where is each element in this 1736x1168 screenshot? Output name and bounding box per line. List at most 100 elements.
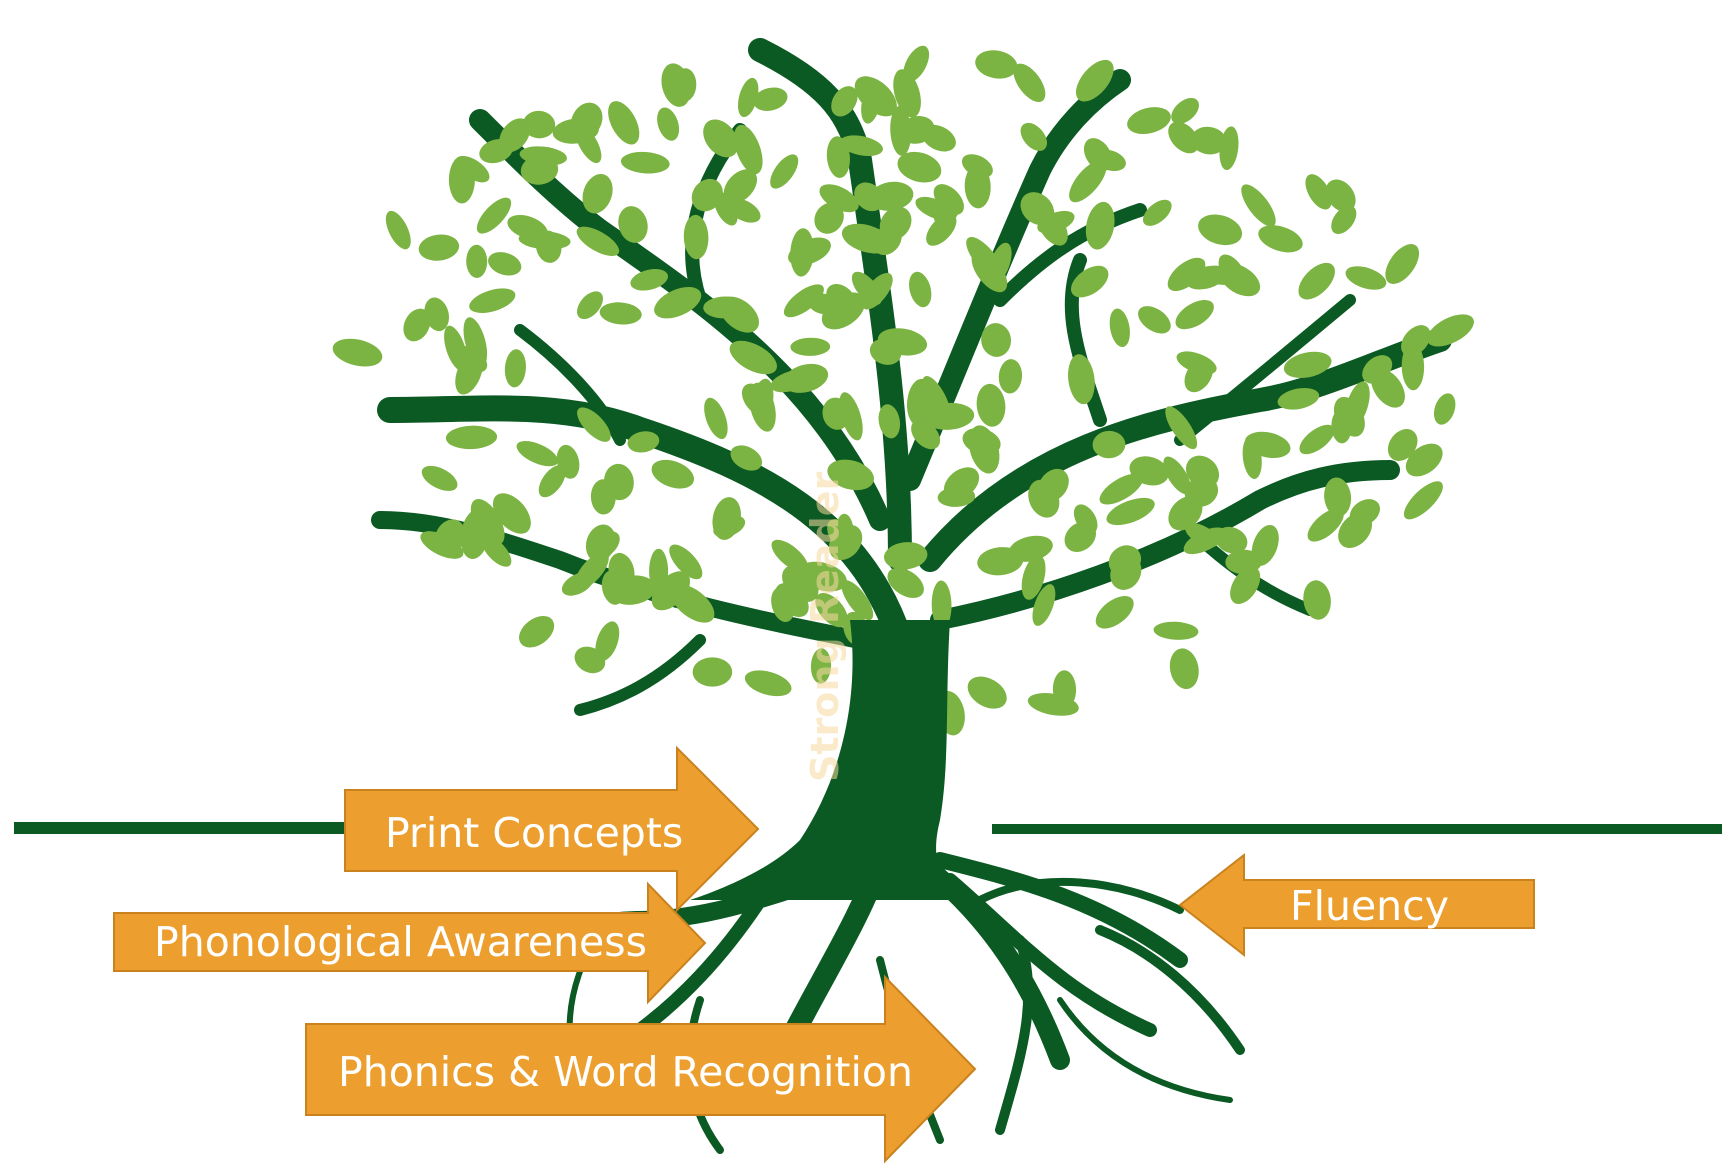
leaf bbox=[854, 182, 884, 212]
leaf bbox=[1403, 481, 1443, 520]
leaf bbox=[1345, 381, 1370, 429]
leaf bbox=[1303, 580, 1331, 620]
leaf bbox=[1325, 179, 1356, 212]
leaf bbox=[692, 657, 733, 687]
phonological-awareness-label: Phonological Awareness bbox=[154, 918, 648, 966]
leaf bbox=[522, 110, 556, 139]
leaf bbox=[1283, 351, 1332, 379]
leaf bbox=[1185, 522, 1219, 548]
leaf bbox=[1241, 184, 1276, 227]
leaf bbox=[574, 646, 606, 674]
tree-leaves bbox=[332, 45, 1474, 736]
leaf bbox=[790, 337, 831, 356]
leaf bbox=[975, 50, 1018, 79]
leaf bbox=[1075, 59, 1114, 102]
arrow-phonics bbox=[305, 974, 977, 1164]
leaf bbox=[466, 244, 488, 278]
leaf bbox=[1299, 424, 1335, 455]
leaf bbox=[448, 155, 475, 204]
leaf bbox=[577, 407, 611, 442]
leaf bbox=[1167, 257, 1206, 292]
leaf bbox=[504, 349, 526, 388]
leaf bbox=[854, 76, 897, 117]
print-concepts-label: Print Concepts bbox=[385, 809, 684, 857]
leaf bbox=[827, 519, 856, 553]
leaf bbox=[538, 465, 566, 498]
leaf bbox=[821, 292, 865, 330]
leaf bbox=[1129, 456, 1169, 486]
leaf bbox=[1099, 473, 1144, 505]
leaf bbox=[1021, 554, 1046, 600]
leaf bbox=[1387, 429, 1418, 461]
leaf bbox=[1110, 555, 1142, 590]
leaf bbox=[683, 214, 709, 260]
leaf bbox=[734, 124, 763, 175]
leaf bbox=[752, 378, 774, 423]
leaf bbox=[822, 397, 851, 430]
leaf bbox=[1219, 126, 1239, 171]
leaf bbox=[1176, 351, 1217, 375]
leaf bbox=[770, 369, 814, 393]
leaf bbox=[968, 425, 1000, 474]
leaf bbox=[599, 302, 642, 325]
leaf bbox=[618, 206, 648, 243]
leaf bbox=[476, 197, 512, 234]
leaf bbox=[878, 404, 901, 439]
leaf bbox=[976, 383, 1006, 427]
leaf bbox=[669, 544, 703, 580]
leaf bbox=[1070, 265, 1109, 298]
leaf bbox=[582, 173, 613, 214]
leaf bbox=[869, 338, 902, 365]
leaf bbox=[1427, 314, 1474, 347]
leaf bbox=[1277, 388, 1320, 410]
leaf bbox=[1401, 342, 1425, 391]
leaf bbox=[815, 593, 848, 628]
leaf bbox=[981, 323, 1012, 357]
leaf bbox=[903, 45, 930, 83]
leaf bbox=[608, 101, 640, 145]
leaf bbox=[1198, 214, 1243, 246]
leaf bbox=[841, 580, 874, 621]
leaf bbox=[1215, 526, 1248, 554]
leaf bbox=[1230, 566, 1261, 605]
leaf bbox=[893, 69, 921, 118]
leaf bbox=[883, 542, 928, 570]
leaf bbox=[630, 269, 668, 291]
leaf bbox=[576, 291, 604, 320]
leaf bbox=[603, 463, 634, 501]
leaf bbox=[385, 210, 411, 250]
leaf bbox=[1069, 160, 1107, 203]
leaf bbox=[570, 102, 603, 139]
leaf bbox=[770, 154, 799, 189]
leaf bbox=[1028, 479, 1060, 518]
trunk-label: Strong Reader bbox=[803, 471, 847, 782]
leaf bbox=[819, 184, 859, 213]
leaf bbox=[1184, 476, 1219, 507]
leaf bbox=[481, 535, 512, 567]
leaf bbox=[798, 561, 847, 592]
leaf bbox=[1244, 431, 1291, 459]
leaf bbox=[469, 288, 516, 314]
leaf bbox=[651, 459, 695, 489]
leaf bbox=[1027, 693, 1079, 716]
leaf bbox=[966, 237, 1003, 278]
leaf bbox=[1305, 174, 1332, 210]
leaf bbox=[479, 139, 513, 164]
leaf bbox=[657, 107, 680, 141]
arrow-print-concepts bbox=[344, 745, 760, 913]
leaf bbox=[1163, 456, 1191, 495]
leaf bbox=[1092, 430, 1126, 459]
leaf bbox=[723, 169, 758, 204]
leaf bbox=[1190, 126, 1227, 155]
leaf bbox=[627, 431, 660, 453]
leaf bbox=[516, 440, 559, 467]
leaf bbox=[831, 86, 858, 117]
leaf bbox=[814, 202, 844, 234]
arrow-phonological-awareness bbox=[113, 881, 707, 1005]
leaf bbox=[737, 77, 759, 118]
leaf bbox=[1153, 621, 1199, 640]
leaf bbox=[967, 676, 1007, 709]
leaf bbox=[1142, 199, 1172, 226]
leaf bbox=[507, 214, 548, 240]
